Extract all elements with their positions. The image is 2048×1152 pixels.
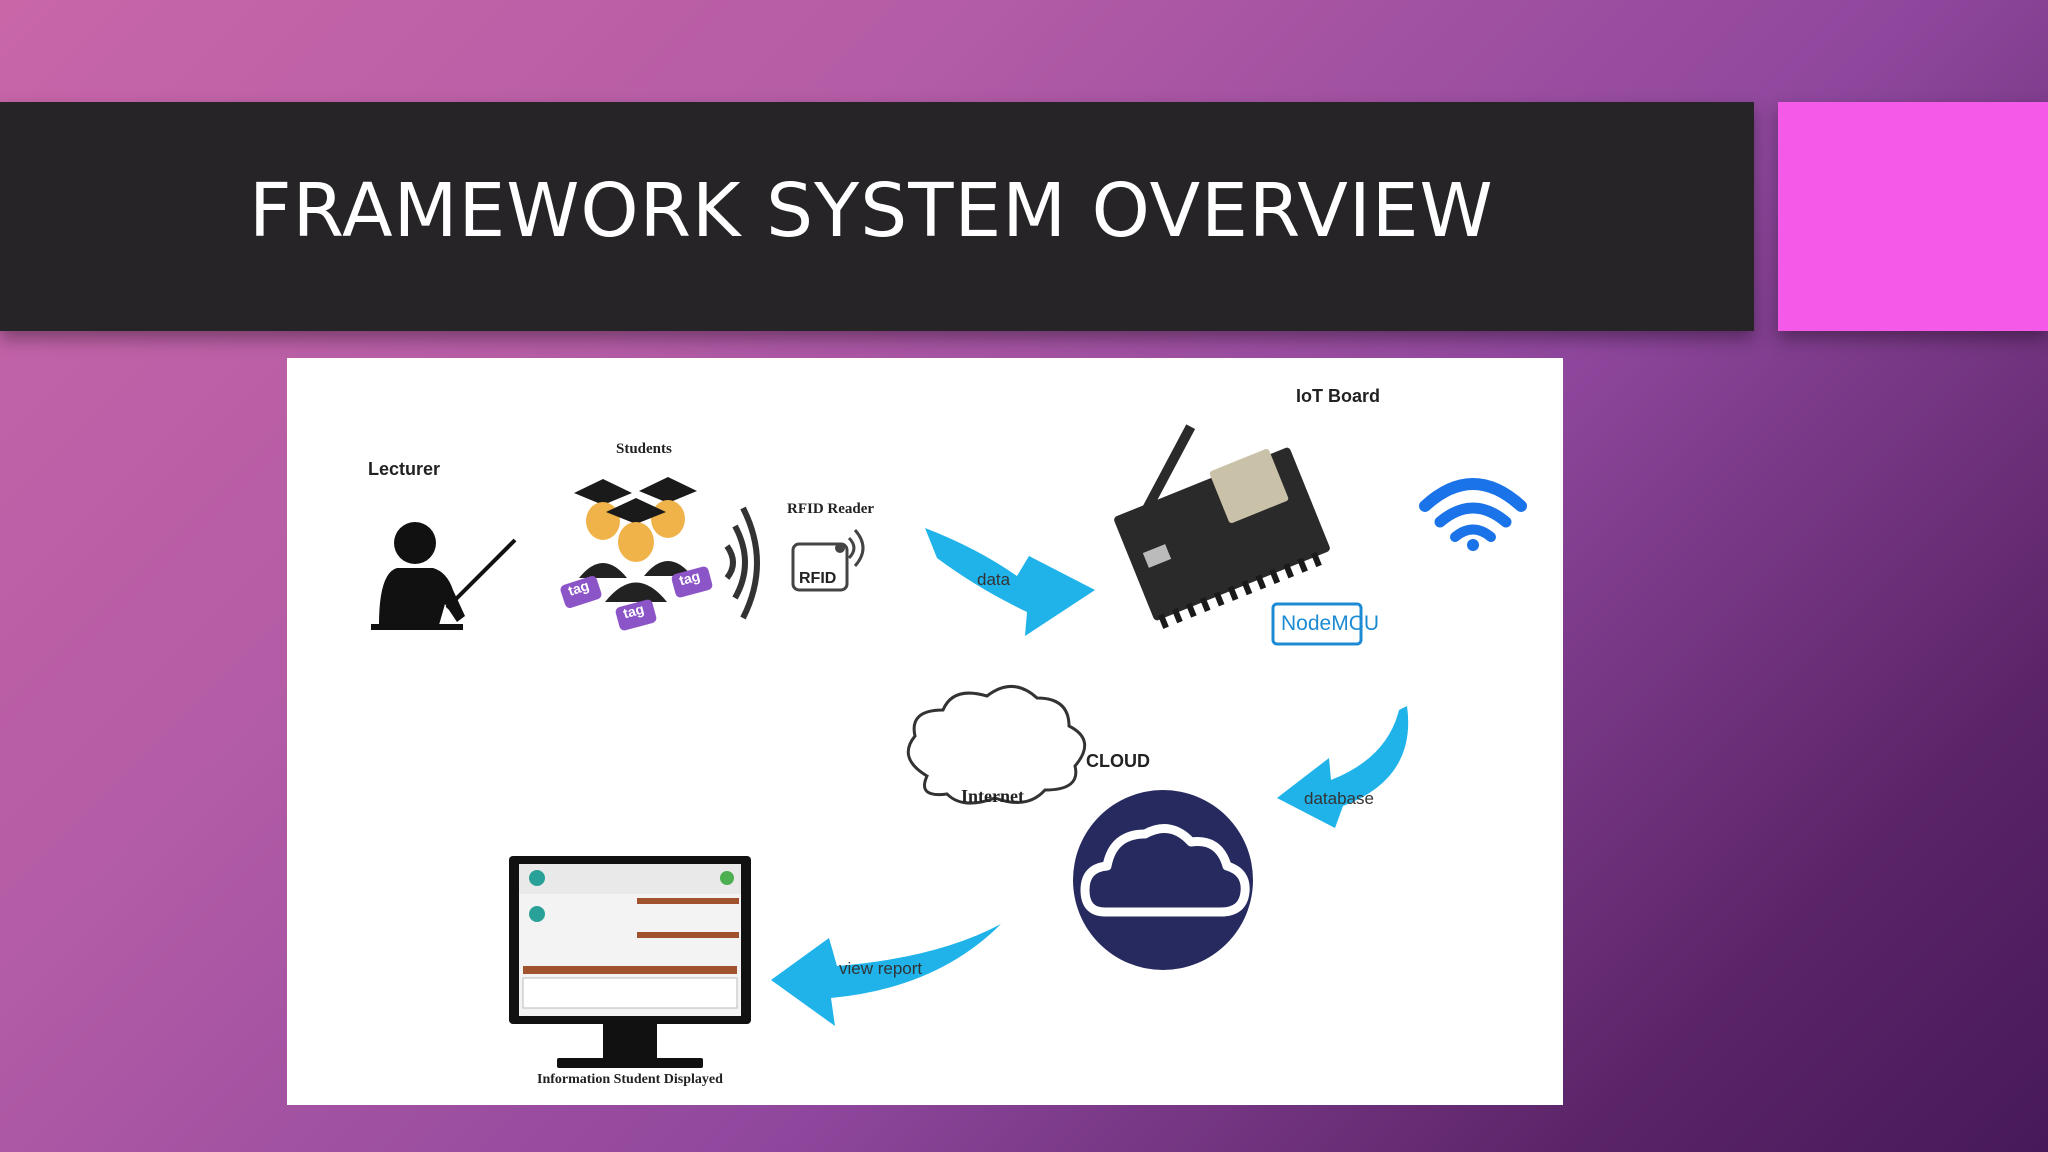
wifi-icon xyxy=(1419,478,1527,551)
cloud-icon xyxy=(1073,790,1253,970)
slide-title: FRAMEWORK SYSTEM OVERVIEW xyxy=(249,168,1494,254)
signal-waves-icon xyxy=(724,506,760,620)
diagram-panel: Lecturer Students RFID Reader RFID tag t… xyxy=(287,358,1563,1105)
database-arrow xyxy=(1277,706,1409,828)
view-report-arrow xyxy=(771,924,1001,1026)
diagram-canvas xyxy=(371,424,1527,1068)
rfid-reader-icon xyxy=(791,529,865,592)
lecturer-label: Lecturer xyxy=(368,459,441,479)
rfid-tag-icons xyxy=(560,566,713,631)
rfid-badge-label: RFID xyxy=(799,570,837,587)
view-report-arrow-label: view report xyxy=(839,959,923,978)
rfid-reader-label: RFID Reader xyxy=(787,501,875,517)
nodemcu-label: NodeMCU xyxy=(1281,612,1380,635)
data-arrow xyxy=(925,528,1095,636)
title-bar xyxy=(0,102,1754,331)
internet-cloud-shape xyxy=(906,685,1086,805)
cloud-label: CLOUD xyxy=(1086,751,1150,771)
internet-label: Internet xyxy=(961,786,1024,806)
lecturer-icon xyxy=(371,522,517,630)
iot-board-label: IoT Board xyxy=(1296,386,1380,406)
students-icon xyxy=(574,477,697,602)
students-label: Students xyxy=(616,441,672,457)
data-arrow-label: data xyxy=(977,570,1011,589)
nodemcu-board-image xyxy=(1114,424,1363,646)
monitor-icon xyxy=(509,856,751,1068)
database-arrow-label: database xyxy=(1304,789,1374,808)
display-caption: Information Student Displayed xyxy=(537,1072,723,1087)
accent-box xyxy=(1778,102,2048,331)
